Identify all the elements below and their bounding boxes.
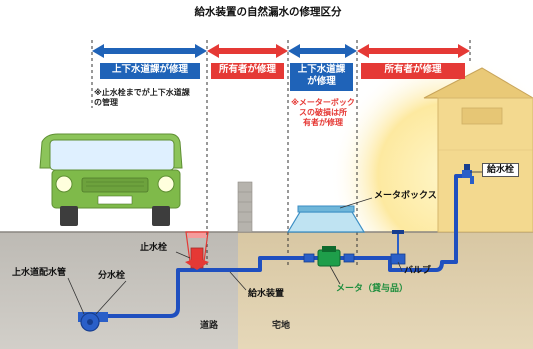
faucet (462, 164, 474, 184)
meter-box (286, 205, 366, 233)
left-note-line2: の管理 (94, 98, 118, 107)
section-4-label: 所有者が修理 (384, 64, 442, 75)
main-pipe-label: 上水道配水管 (12, 268, 67, 278)
leader-lines (67, 171, 482, 315)
road-label: 道路 (200, 321, 219, 331)
diagram-title: 給水装置の自然漏水の修理区分 (194, 6, 342, 18)
faucet-label: 給水栓 (482, 163, 520, 178)
section-3-box (290, 63, 353, 91)
car (39, 133, 183, 226)
meter-note-line2: スの破損は所 (299, 108, 347, 117)
meter-note-line1: ※メーターボック (291, 98, 355, 107)
branch-tap-label: 分水栓 (98, 271, 126, 281)
meter-box-label: メータボックス (374, 191, 437, 201)
section-3-label-line1: 上下水道課 (297, 64, 346, 75)
division-lines (91, 40, 471, 268)
section-arrows (92, 44, 470, 58)
valve-device (390, 230, 406, 265)
valve-label: バルブ (404, 266, 432, 276)
meter-note-line3: 有者が修理 (303, 118, 343, 127)
stop-valve-label: 止水栓 (140, 243, 168, 253)
house (423, 67, 533, 233)
main-distribution-pipe (78, 312, 108, 332)
section-4-box (361, 63, 465, 79)
water-supply-equipment-label: 給水装置 (248, 289, 285, 299)
section-1-label: 上下水道課が修理 (111, 64, 188, 75)
meter-label: メータ（貸与品） (336, 284, 409, 294)
left-note-line1: ※止水栓までが上下水道課 (94, 88, 190, 97)
section-2-box (211, 63, 284, 79)
residential-label: 宅地 (272, 321, 291, 331)
boundary-wall (237, 181, 253, 233)
section-1-box (100, 63, 200, 79)
residential-ground (238, 232, 533, 349)
section-3-label-line2: が修理 (307, 76, 336, 87)
meter-device (303, 246, 355, 267)
stop-valve (185, 231, 209, 270)
section-2-label: 所有者が修理 (218, 64, 276, 75)
